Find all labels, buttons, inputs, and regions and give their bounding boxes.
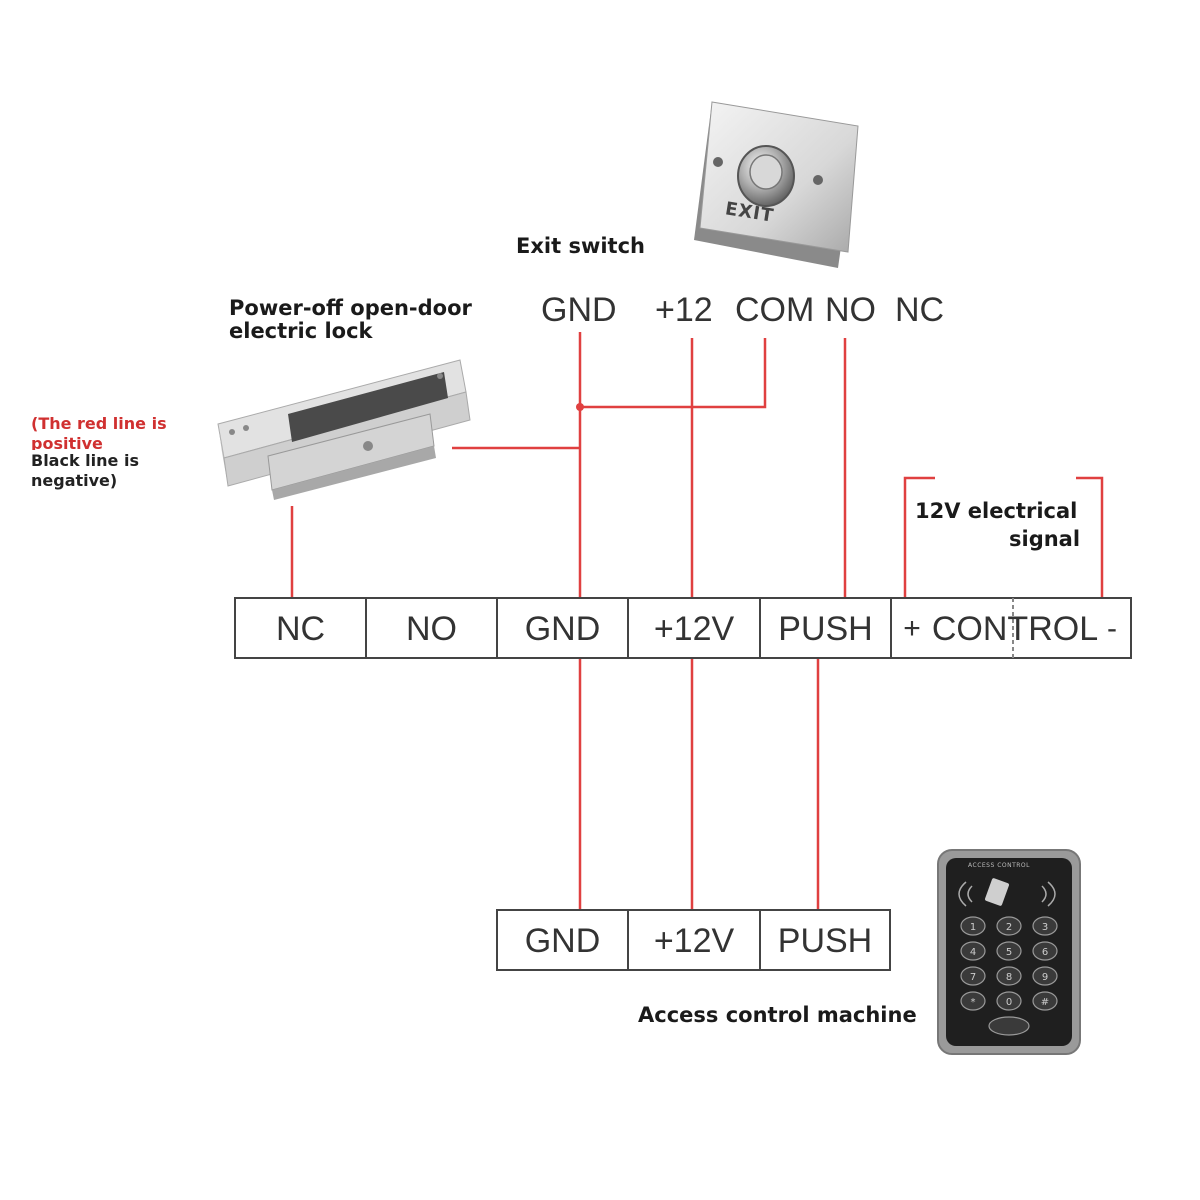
panel-cell-nc: NC [275, 609, 326, 648]
keypad-key [996, 916, 1022, 936]
keypad-key-label: 6 [1042, 947, 1048, 958]
keypad-key-label: 7 [970, 972, 976, 983]
signal-label-line1: 12V electrical [915, 499, 1078, 523]
keypad-key-label: * [971, 997, 976, 1008]
keypad-key [1032, 916, 1058, 936]
keypad-key [996, 991, 1022, 1011]
keypad-key-label: 5 [1006, 947, 1012, 958]
bottom-cell-12v: +12V [653, 921, 735, 960]
panel-cell-gnd: GND [524, 609, 601, 648]
panel-cell-push: PUSH [778, 609, 873, 648]
keypad-key-label: 8 [1006, 972, 1012, 983]
exit-terminal-no: NO [825, 291, 876, 329]
keypad-key-label: 0 [1006, 997, 1012, 1008]
exit-terminal-com: COM [735, 291, 815, 329]
wire-control-minus [1076, 476, 1104, 598]
note-red-line1: (The red line is [31, 414, 167, 433]
keypad-key-label: 9 [1042, 972, 1048, 983]
electric-lock-icon [217, 359, 471, 500]
keypad-header: ACCESS CONTROL [968, 862, 1030, 869]
wire-control-plus [903, 476, 935, 598]
keypad-key-label: 3 [1042, 922, 1048, 933]
exit-terminal-12: +12 [655, 291, 713, 329]
keypad-key [1032, 966, 1058, 986]
keypad-key-label: 2 [1006, 922, 1012, 933]
keypad-key [996, 941, 1022, 961]
panel-cell-no: NO [406, 609, 457, 648]
junction-dot [576, 403, 584, 411]
keypad-key-label: # [1041, 997, 1049, 1008]
keypad-key [1032, 991, 1058, 1011]
keypad-key [960, 966, 986, 986]
note-red-line2: positive [31, 434, 103, 450]
panel-cell-12v: +12V [653, 609, 735, 648]
exit-switch-icon [694, 101, 859, 268]
keypad-key [960, 991, 986, 1011]
bottom-cell-push: PUSH [777, 921, 873, 960]
wire-exit-com [580, 338, 767, 409]
control-label: CONTROL [931, 609, 1099, 648]
control-plus: + [903, 612, 921, 645]
keypad-key [960, 916, 986, 936]
control-minus: - [1107, 612, 1117, 645]
keypad-key-label: 4 [970, 947, 976, 958]
note-black-line2: negative) [31, 471, 118, 490]
exit-terminal-gnd: GND [541, 291, 617, 329]
access-machine-label: Access control machine [638, 1003, 917, 1027]
signal-label-line2: signal [1009, 527, 1081, 551]
exit-switch-label: Exit switch [516, 234, 645, 258]
lock-label-line2: electric lock [229, 319, 373, 343]
note-black-line1: Black line is [31, 451, 139, 470]
bottom-terminal-panel [496, 909, 891, 971]
keypad-key [996, 966, 1022, 986]
keypad-key-label: 1 [970, 922, 976, 933]
access-keypad-icon: 1 2 3 4 5 6 7 8 9 * 0 # [937, 849, 1081, 1055]
keypad-key [1032, 941, 1058, 961]
main-terminal-panel [234, 597, 1132, 659]
exit-terminal-nc: NC [895, 291, 945, 329]
keypad-key [960, 941, 986, 961]
lock-label-line1: Power-off open-door [229, 296, 472, 320]
bottom-cell-gnd: GND [524, 921, 601, 960]
